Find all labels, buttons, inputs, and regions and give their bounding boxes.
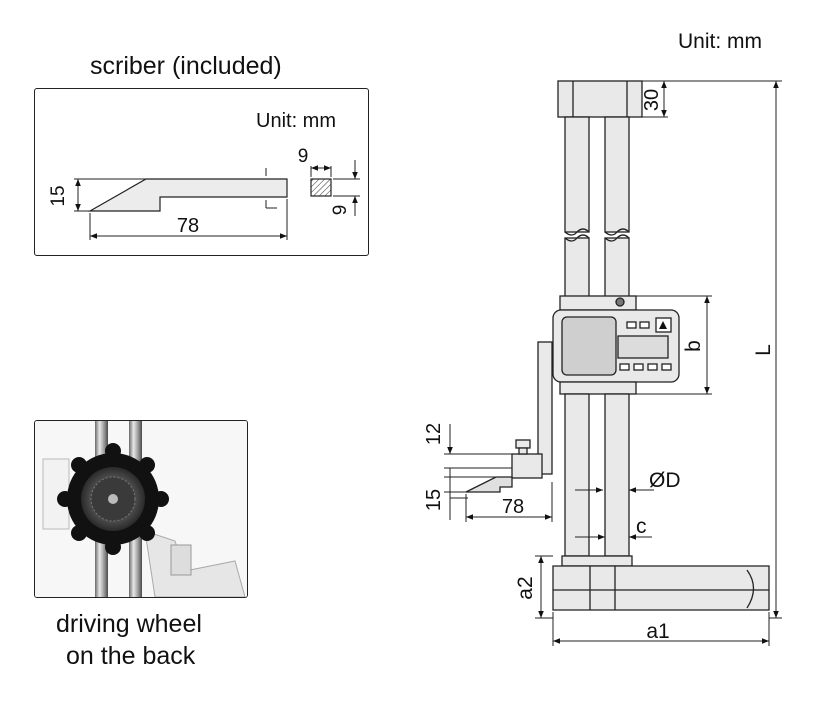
- scriber-dim-section-width: 9: [298, 146, 309, 167]
- scriber-mounted: [465, 476, 513, 493]
- column-left: [564, 116, 590, 233]
- scriber-dimensions: [74, 160, 360, 240]
- lcd-screen: [617, 335, 669, 359]
- scriber-dim-section-height: 9: [330, 205, 351, 216]
- dim-12: 12: [423, 423, 445, 445]
- scriber-drawing: [87, 178, 332, 212]
- driving-wheel-caption-1: driving wheel: [56, 610, 202, 638]
- column-right: [604, 116, 630, 233]
- unit-label: Unit: mm: [678, 30, 762, 53]
- scriber-title: scriber (included): [90, 52, 282, 80]
- scriber-dim-length: 78: [177, 215, 199, 237]
- dim-a1: a1: [646, 620, 669, 643]
- dim-L: L: [752, 344, 775, 356]
- base: [552, 565, 770, 611]
- dim-top-cap: 30: [641, 89, 663, 111]
- top-cap: [557, 80, 643, 118]
- scriber-dim-height: 15: [48, 185, 69, 206]
- driving-wheel-image: [35, 421, 247, 597]
- gauge-dimensions: [444, 80, 782, 646]
- driving-wheel-photo: [34, 420, 248, 598]
- driving-wheel-caption-2: on the back: [66, 642, 196, 670]
- dim-diameter: ØD: [649, 469, 681, 492]
- scriber-holder: [537, 341, 553, 475]
- scriber-outline: [87, 178, 288, 212]
- dim-a2: a2: [514, 576, 537, 599]
- height-gauge: [465, 80, 770, 611]
- scriber-section: [310, 178, 332, 197]
- dim-c: c: [636, 515, 647, 538]
- dim-b: b: [682, 340, 705, 352]
- scriber-unit-label: Unit: mm: [256, 110, 336, 132]
- dim-78: 78: [502, 496, 524, 518]
- scriber-panel: [34, 88, 369, 256]
- dim-15: 15: [423, 489, 445, 511]
